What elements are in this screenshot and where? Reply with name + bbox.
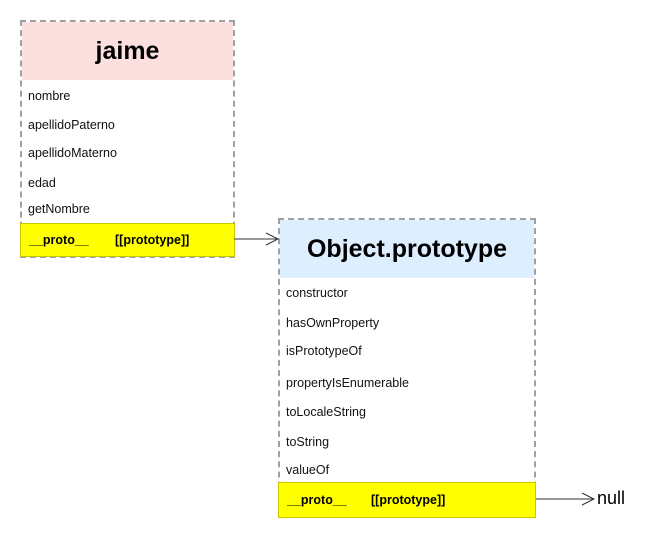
op-prop-is-prototype-of: isPrototypeOf <box>286 344 362 358</box>
op-prop-to-string: toString <box>286 435 330 449</box>
jaime-prop-apellido-paterno: apellidoPaterno <box>28 118 115 132</box>
op-prop-to-locale-string: toLocaleString <box>286 405 366 419</box>
object-prototype-box: Object.prototype constructor hasOwnPrope… <box>278 218 536 518</box>
jaime-title: jaime <box>22 22 233 80</box>
jaime-prototype-label: [[prototype]] <box>115 233 190 247</box>
arrow-jaime-to-object-prototype <box>234 232 280 246</box>
object-prototype-title: Object.prototype <box>280 220 534 278</box>
op-prototype-label: [[prototype]] <box>371 493 446 507</box>
op-prop-property-is-enumerable: propertyIsEnumerable <box>286 376 409 390</box>
op-proto-label: __proto__ <box>287 493 347 507</box>
jaime-prop-apellido-materno: apellidoMaterno <box>28 146 117 160</box>
null-label: null <box>597 488 626 508</box>
op-proto-row: __proto__ [[prototype]] <box>278 482 536 518</box>
arrow-object-prototype-to-null <box>536 492 596 506</box>
op-prop-value-of: valueOf <box>286 463 330 477</box>
jaime-prop-get-nombre: getNombre <box>28 202 90 216</box>
jaime-prop-edad: edad <box>28 176 56 190</box>
jaime-prop-nombre: nombre <box>28 89 71 103</box>
op-prop-constructor: constructor <box>286 286 348 300</box>
jaime-object-box: jaime nombre apellidoPaterno apellidoMat… <box>20 20 235 258</box>
jaime-proto-label: __proto__ <box>29 233 89 247</box>
jaime-proto-row: __proto__ [[prototype]] <box>20 223 235 257</box>
op-prop-has-own-property: hasOwnProperty <box>286 316 380 330</box>
